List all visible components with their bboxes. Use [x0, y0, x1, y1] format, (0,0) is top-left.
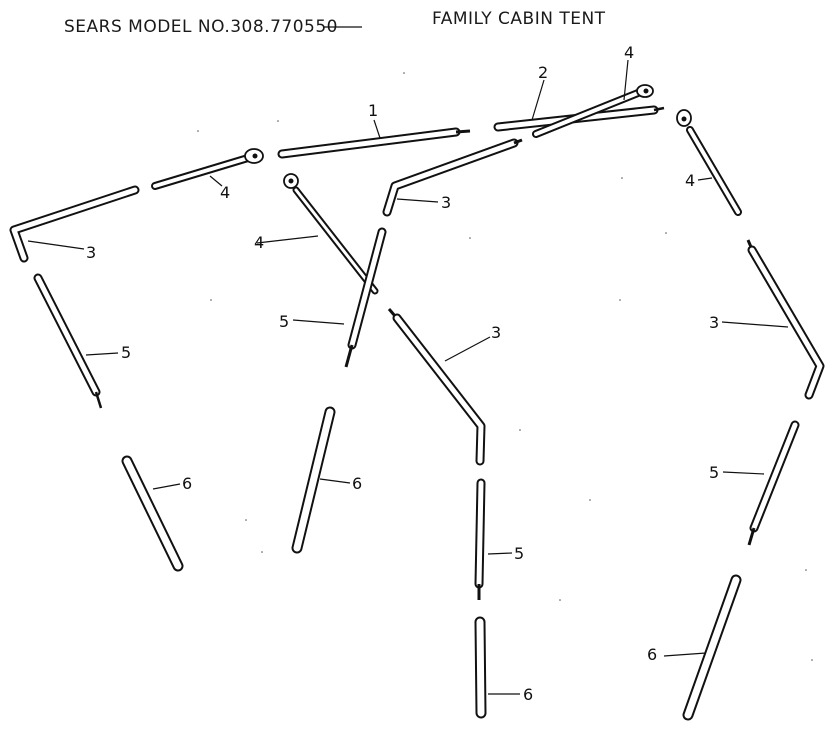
callout-5-middle: 5 [279, 312, 289, 331]
callout-5-right: 5 [709, 463, 719, 482]
callout-5-left: 5 [121, 343, 131, 362]
callout-3-center: 3 [441, 193, 451, 212]
callout-4-top: 4 [624, 43, 634, 62]
pole-5-front-center [474, 478, 486, 600]
callout-4-left-eave: 4 [220, 183, 230, 202]
callout-6-left: 6 [182, 474, 192, 493]
pole-1-ridge [277, 127, 471, 159]
callout-4-right-eave: 4 [685, 171, 695, 190]
callout-5-front: 5 [514, 544, 524, 563]
callout-4-middle-brace: 4 [254, 233, 264, 252]
pole-5-middle [344, 227, 387, 368]
callout-1-ridge: 1 [368, 101, 378, 120]
callout-6-front: 6 [523, 685, 533, 704]
pole-3-front-center [387, 308, 486, 466]
pole-3-left-corner [9, 185, 140, 263]
pole-6-left [121, 455, 184, 572]
callout-6-middle: 6 [352, 474, 362, 493]
model-number: SEARS MODEL NO.308.770550 [64, 17, 338, 37]
pole-6-front-center [474, 616, 487, 719]
callout-3-right: 3 [709, 313, 719, 332]
callout-3-left: 3 [86, 243, 96, 262]
pole-4-top-brace [532, 84, 654, 138]
diagram-title: FAMILY CABIN TENT [432, 9, 606, 29]
pole-5-left [33, 273, 103, 409]
pole-4-middle-brace [283, 173, 379, 295]
pole-4-left-eave [151, 148, 264, 190]
callout-3-front: 3 [491, 323, 501, 342]
pole-6-right [682, 574, 742, 721]
pole-6-middle [291, 406, 336, 554]
pole-4-right-eave [676, 109, 742, 216]
pole-3-right-corner [746, 239, 825, 400]
leader-lines [27, 59, 789, 695]
pole-5-right [747, 420, 800, 546]
scan-specks [197, 72, 813, 661]
callout-6-right: 6 [647, 645, 657, 664]
pole-3-center-corner [382, 138, 523, 217]
callout-2-connector: 2 [538, 63, 548, 82]
